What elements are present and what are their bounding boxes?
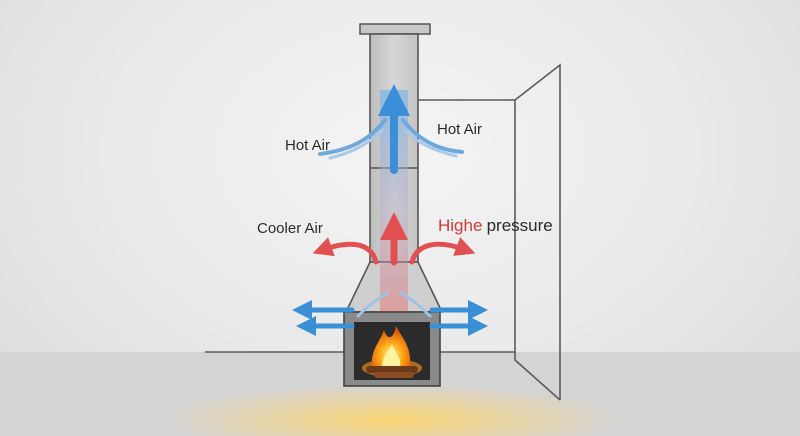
higher-pressure-label: Highe pressure <box>438 216 553 236</box>
higher-pressure-dark-text: pressure <box>486 216 553 235</box>
chimney-cap <box>359 23 431 35</box>
floor-glow <box>163 384 623 436</box>
higher-pressure-red-text: Highe <box>438 216 483 235</box>
cool-air-arrows <box>292 290 488 336</box>
warm-air-arrows <box>312 212 476 266</box>
fire <box>362 326 422 378</box>
hot-air-label-left: Hot Air <box>285 137 331 154</box>
hot-air-label-right: Hot Air <box>437 121 483 138</box>
cooler-air-label: Cooler Air <box>257 220 323 237</box>
room-outline <box>205 63 561 401</box>
hot-air-arrows <box>318 84 464 174</box>
